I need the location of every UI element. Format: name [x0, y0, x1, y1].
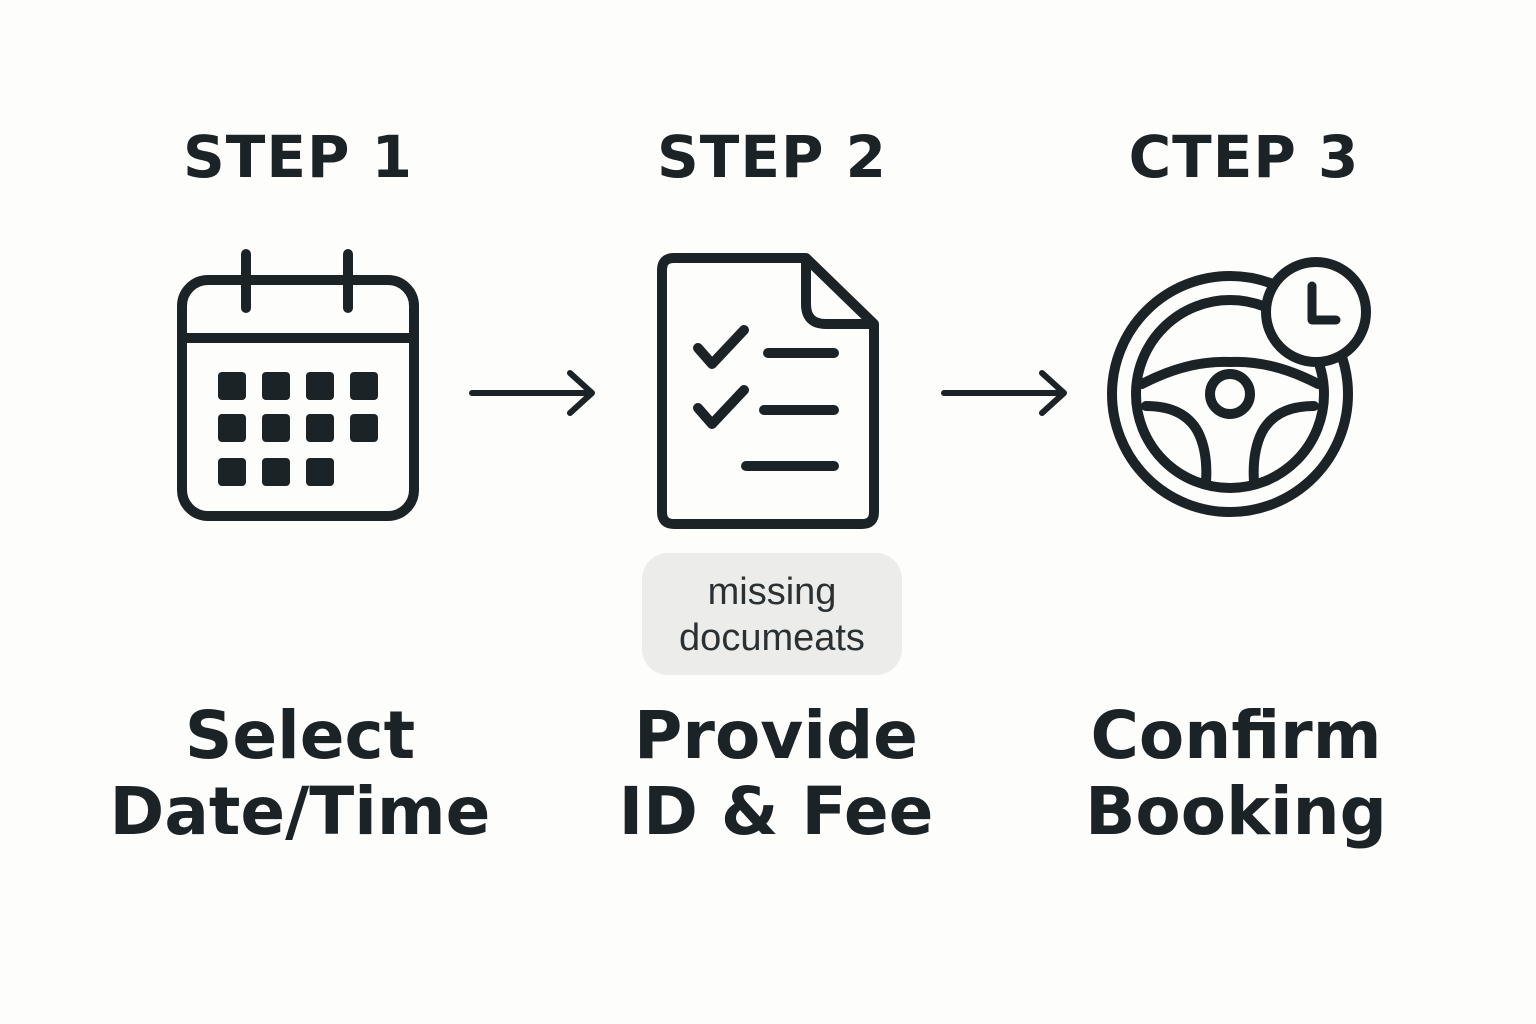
step-1-title: STEP 1 — [182, 123, 413, 191]
step-2-label-line-2: ID & Fee — [618, 773, 934, 850]
step-2-title: STEP 2 — [656, 123, 887, 191]
step-3-label: Confirm Booking — [1026, 698, 1446, 850]
steering-wheel-clock-icon — [1107, 257, 1371, 517]
arrow-right-icon — [941, 370, 1067, 416]
badge-line-1: missing — [707, 571, 837, 613]
step-2-label-line-1: Provide — [634, 697, 918, 774]
arrow-right-icon — [469, 370, 595, 416]
badge-line-2: documeats — [679, 617, 865, 659]
step-2-label: Provide ID & Fee — [566, 698, 986, 850]
document-checklist-icon — [657, 253, 879, 529]
step-1-label-line-2: Date/Time — [109, 773, 491, 850]
step-3-label-line-1: Confirm — [1090, 697, 1382, 774]
step-3-title: CTEP 3 — [1128, 123, 1360, 191]
step-3-label-line-2: Booking — [1085, 773, 1387, 850]
missing-documents-badge: missing documeats — [642, 553, 902, 675]
step-1-label-line-1: Select — [184, 697, 416, 774]
calendar-icon — [177, 249, 419, 521]
step-1-label: Select Date/Time — [90, 698, 510, 850]
